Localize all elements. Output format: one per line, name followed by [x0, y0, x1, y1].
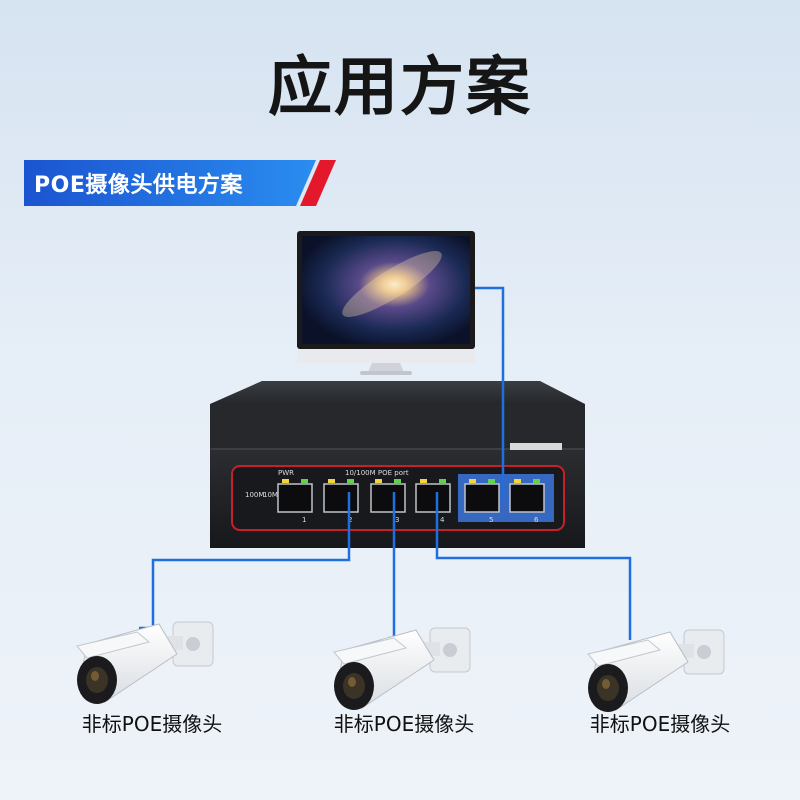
- poe-port-label: 10/100M POE port: [345, 469, 409, 477]
- port-number: 6: [534, 516, 539, 524]
- camera-label-2: 非标POE摄像头: [304, 708, 504, 737]
- camera-label-1: 非标POE摄像头: [52, 708, 252, 737]
- speed-100-label: 100M: [245, 491, 264, 499]
- monitor-icon: [297, 231, 475, 375]
- camera-label-3: 非标POE摄像头: [560, 708, 760, 737]
- port-number: 3: [395, 516, 399, 524]
- port-number: 5: [489, 516, 493, 524]
- bullet-camera-icon: [588, 630, 724, 712]
- switch-sticker: [510, 443, 562, 450]
- bullet-camera-icon: [77, 622, 213, 704]
- bullet-camera-icon: [334, 628, 470, 710]
- port-number: 4: [440, 516, 445, 524]
- pwr-label: PWR: [278, 469, 294, 477]
- port-number: 1: [302, 516, 306, 524]
- speed-10-label: 10M: [263, 491, 278, 499]
